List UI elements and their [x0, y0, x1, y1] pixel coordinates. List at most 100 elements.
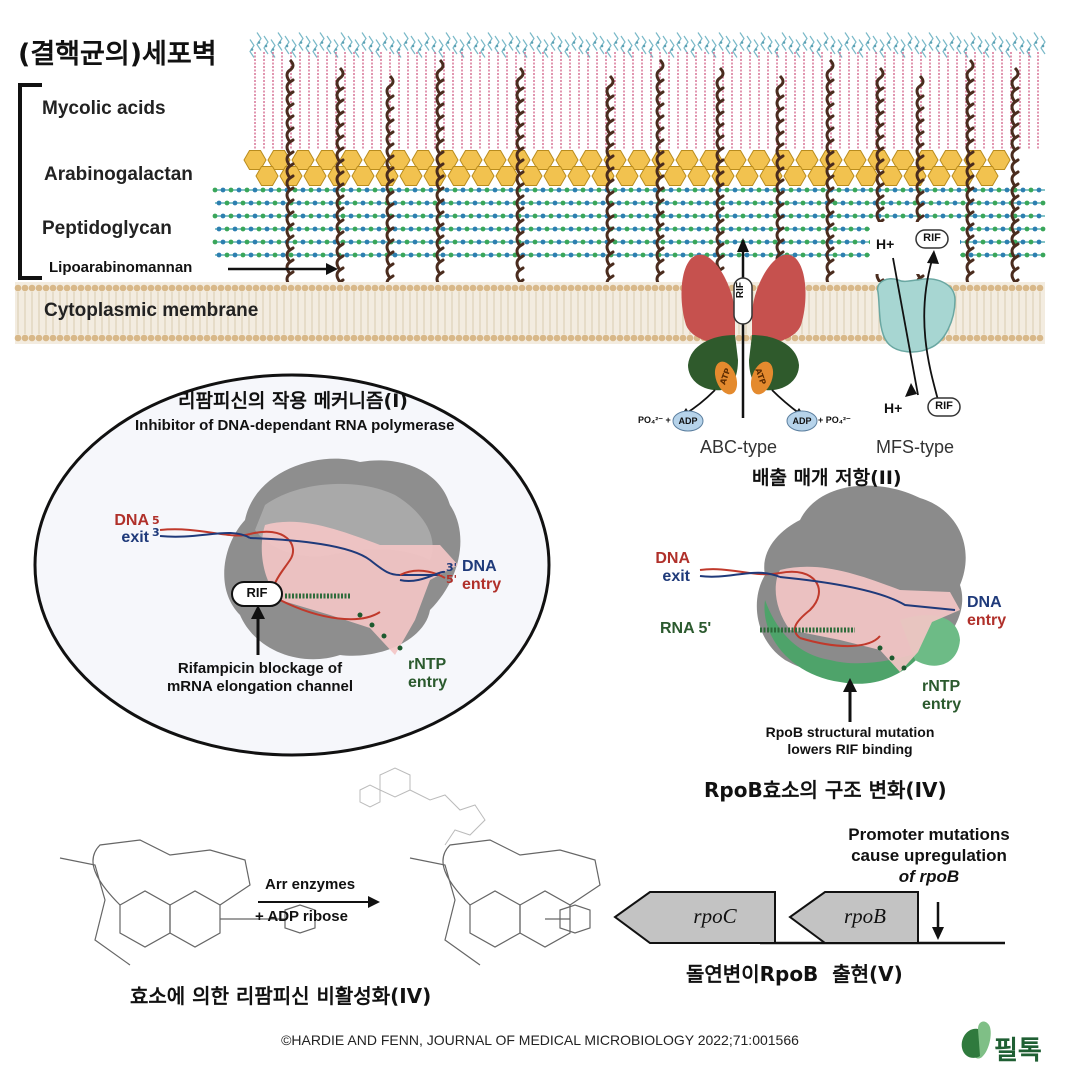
- abc-rif-text: RIF: [735, 282, 746, 299]
- mfs-transporter: [876, 278, 956, 353]
- abc-type-label: ABC-type: [700, 437, 778, 457]
- rifampicin-structure-right: [409, 839, 601, 966]
- mfs-rif-pill-bottom: [927, 397, 961, 417]
- rpob-mutation-caption: RpoB structural mutation lowers RIF bind…: [730, 724, 970, 758]
- rpoc-label: rpoC: [693, 904, 737, 928]
- rntp-word: rNTP: [408, 656, 447, 673]
- promoter-line-2: cause upregulation: [851, 846, 1007, 865]
- mfs-proton-arrow: [892, 257, 919, 396]
- adp-left-icon: [672, 410, 704, 432]
- mechanism-I-dna-exit: DNA exit: [105, 512, 149, 546]
- pilltalk-logo-text: 필톡: [994, 1036, 1042, 1066]
- abc-transporter-right: [752, 254, 806, 345]
- strand-labels-left: 5 3: [152, 515, 160, 539]
- abc-rif-pill: [733, 277, 753, 325]
- rif-top-label: RIF: [923, 232, 941, 244]
- rpob-gene-arrow[interactable]: [788, 891, 919, 944]
- adp-ribose-label: + ADP ribose: [255, 908, 348, 925]
- mfs-type-label: MFS-type: [876, 437, 955, 457]
- strand-labels-right: 3' 5': [446, 562, 457, 586]
- mfs-clear-zone: [870, 222, 960, 274]
- blockage-caption: Rifampicin blockage of mRNA elongation c…: [140, 660, 380, 696]
- rpob-label: rpoB: [844, 904, 886, 928]
- mycolic-acid-chains: [254, 52, 1039, 150]
- rifampicin-structure-left: [59, 839, 316, 966]
- elongation-channel: [261, 521, 458, 655]
- po4-left: PO₄²⁻ +: [638, 415, 671, 425]
- adp-right-icon: [786, 410, 818, 432]
- layer-label-lam: Lipoarabinomannan: [46, 259, 196, 276]
- mutation-line-1: RpoB structural mutation: [765, 724, 935, 740]
- rpob-rntp: rNTP entry: [922, 678, 961, 714]
- arabinan-cap: [249, 32, 1046, 58]
- mfs-rif-arrow: [923, 259, 939, 401]
- atp-left-icon: [714, 361, 738, 395]
- strand-3-prime: 3': [446, 561, 458, 574]
- efflux-title: 배출 매개 저항(II): [752, 467, 902, 489]
- rpob-panel-IV: [699, 485, 966, 722]
- entry-word: entry: [462, 576, 502, 593]
- adp-left-label: ADP: [678, 416, 698, 426]
- dna-entry-word: DNA: [462, 558, 497, 575]
- rpob-channel: [775, 566, 960, 672]
- inactivation-title: 효소에 의한 리팜피신 비활성화(IV): [130, 984, 432, 1008]
- exit-word: exit: [121, 529, 149, 546]
- peptidoglycan-mesh: [212, 187, 1046, 258]
- page-title: (결핵균의)세포벽: [18, 39, 217, 70]
- strand-5: 5: [152, 514, 160, 527]
- hplus-top: H+: [876, 236, 895, 252]
- mechanism-I-dna-entry: DNA entry: [462, 558, 501, 594]
- mfs-rif-pill-top: [915, 229, 949, 249]
- rna-5-label: RNA 5': [660, 620, 712, 637]
- rpob-entry-word: entry: [967, 612, 1007, 629]
- promoter-line-3: of rpoB: [898, 867, 960, 886]
- rpob-mutant-subunit: [764, 600, 925, 684]
- layer-label-membrane: Cytoplasmic membrane: [44, 300, 259, 321]
- po4-right: + PO₄²⁻: [818, 415, 851, 425]
- rpob-rntp-entry-word: entry: [922, 696, 962, 713]
- strand-5-prime: 5': [446, 573, 458, 586]
- efflux-panel-II: [672, 222, 961, 432]
- adp-right-label: ADP: [792, 416, 812, 426]
- layer-label-mycolic: Mycolic acids: [42, 98, 166, 119]
- lipoarabinomannan-arrowhead: [326, 263, 338, 275]
- mechanism-I-title: 리팜피신의 작용 메커니즘(I): [178, 390, 408, 412]
- credit-line: ©HARDIE AND FENN, JOURNAL OF MEDICAL MIC…: [281, 1032, 799, 1048]
- rpob-dna-entry-word: DNA: [967, 594, 1002, 611]
- mechanism-I-subtitle: Inhibitor of DNA-dependant RNA polymeras…: [135, 417, 455, 434]
- gene-diagram-V: [613, 891, 1005, 945]
- pilltalk-logo-icon: [961, 1021, 991, 1059]
- dna-exit-word: DNA: [114, 512, 149, 529]
- mutation-line-2: lowers RIF binding: [787, 741, 913, 757]
- arr-enzymes-label: Arr enzymes: [265, 876, 356, 893]
- blockage-line-2: mRNA elongation channel: [166, 678, 354, 695]
- abc-transporter-left: [681, 254, 735, 345]
- blockage-line-1: Rifampicin blockage of: [177, 660, 343, 677]
- mechanism-panel-I: [33, 373, 551, 757]
- adp-ribose-structure: [359, 767, 486, 846]
- rntp-entry-word: entry: [408, 674, 448, 691]
- cytoplasmic-membrane: [14, 282, 1045, 344]
- arabinogalactan-hexagons: [243, 150, 1011, 186]
- rpob-dna-exit: DNA exit: [646, 550, 690, 586]
- rpob-rntp-word: rNTP: [922, 678, 961, 695]
- rpoc-gene-arrow[interactable]: [613, 891, 776, 944]
- arr-enzyme-arrow: [258, 896, 380, 908]
- cell-wall-illustration: [14, 32, 1046, 344]
- mechanism-I-rntp: rNTP entry: [408, 656, 447, 692]
- rpob-dna-exit-word: DNA: [655, 550, 690, 567]
- rif-bottom-label: RIF: [935, 400, 953, 412]
- rpob-exit-word: exit: [662, 568, 690, 585]
- promoter-note: Promoter mutations cause upregulation of…: [818, 824, 1040, 887]
- lipoarabinomannan-strands: [285, 58, 1020, 295]
- rif-molecule: [231, 581, 283, 607]
- promoter-title: 돌연변이RpoB 출현(V): [686, 962, 903, 986]
- rif-label: RIF: [246, 585, 268, 600]
- layer-label-peptidoglycan: Peptidoglycan: [42, 218, 172, 239]
- promoter-line-1: Promoter mutations: [848, 825, 1010, 844]
- rpob-dna-entry: DNA entry: [967, 594, 1006, 630]
- layer-bracket: [18, 83, 42, 280]
- rpob-title: RpoB효소의 구조 변화(IV): [704, 778, 947, 802]
- hplus-bottom: H+: [884, 400, 903, 416]
